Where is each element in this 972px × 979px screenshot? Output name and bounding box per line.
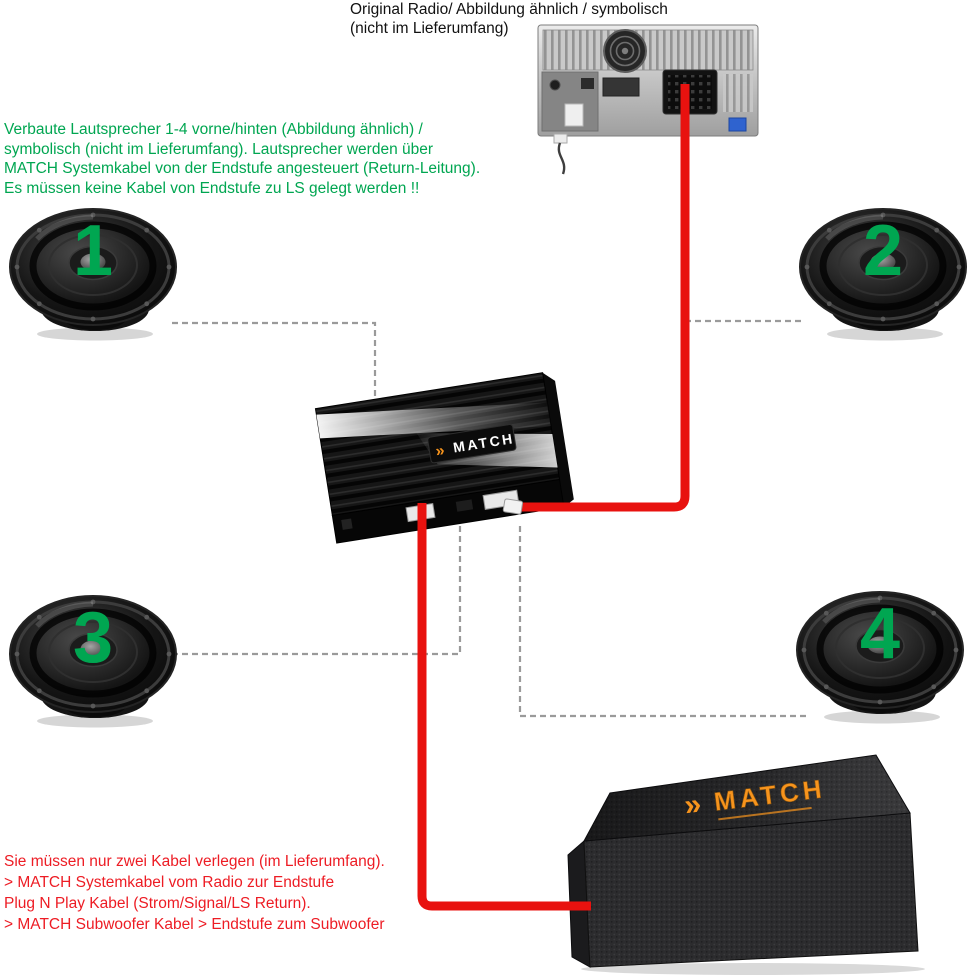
speaker-number: 1 bbox=[72, 211, 114, 291]
speaker-face bbox=[796, 591, 964, 709]
note-line: symbolisch (nicht im Lieferumfang). Laut… bbox=[4, 140, 434, 158]
sub-logo-tagline-rule bbox=[718, 806, 812, 821]
speaker-installation-note: Verbaute Lautsprecher 1-4 vorne/hinten (… bbox=[4, 120, 480, 198]
radio-antenna-socket bbox=[549, 79, 561, 91]
subwoofer-shadow bbox=[581, 963, 925, 975]
speaker-image bbox=[9, 208, 177, 341]
radio-antenna-cable bbox=[553, 133, 568, 175]
speaker-image bbox=[796, 591, 964, 724]
radio-blue-connector bbox=[728, 117, 747, 132]
subwoofer: » MATCH bbox=[558, 743, 940, 975]
radio-caption-line-2: (nicht im Lieferumfang) bbox=[350, 19, 509, 37]
radio-heatsink bbox=[723, 74, 753, 112]
amp-match-logo: » MATCH bbox=[427, 424, 517, 464]
speaker-face bbox=[9, 595, 177, 713]
radio-image bbox=[537, 24, 759, 175]
speaker-4: 4 bbox=[794, 586, 970, 726]
sub-top-face-shading bbox=[583, 754, 911, 842]
note-line: Sie müssen nur zwei Kabel verlegen (im L… bbox=[4, 853, 385, 870]
note-line: Verbaute Lautsprecher 1-4 vorne/hinten (… bbox=[4, 121, 423, 138]
match-logo-chevron-icon: » bbox=[434, 442, 446, 460]
speaker-number: 4 bbox=[859, 594, 901, 674]
note-line: Plug N Play Kabel (Strom/Signal/LS Retur… bbox=[4, 895, 311, 912]
amplifier: » MATCH bbox=[303, 360, 575, 560]
speaker-shadow bbox=[37, 714, 153, 728]
note-line: Es müssen keine Kabel von Endstufe zu LS… bbox=[4, 179, 420, 197]
speaker-2: 2 bbox=[797, 203, 972, 343]
amplifier-image: » MATCH bbox=[314, 372, 574, 544]
speaker-shadow bbox=[37, 327, 153, 341]
speaker-shadow bbox=[827, 327, 943, 341]
speaker-number: 2 bbox=[862, 211, 904, 291]
radio-white-plug bbox=[564, 103, 584, 127]
radio-fan-icon bbox=[603, 29, 647, 73]
note-line: > MATCH Systemkabel vom Radio zur Endstu… bbox=[4, 874, 335, 891]
speaker-3: 3 bbox=[7, 590, 183, 730]
speaker-image bbox=[799, 208, 967, 341]
subwoofer-image: » MATCH bbox=[567, 754, 925, 975]
radio-rear-view bbox=[537, 24, 759, 176]
radio-vents bbox=[542, 29, 754, 71]
note-line: > MATCH Subwoofer Kabel > Endstufe zum S… bbox=[4, 916, 385, 933]
note-line: MATCH Systemkabel von der Endstufe anges… bbox=[4, 160, 481, 177]
radio-aux-socket bbox=[581, 78, 594, 89]
speaker-image bbox=[9, 595, 177, 728]
match-logo-chevron-icon: » bbox=[682, 788, 703, 823]
cable-installation-note: Sie müssen nur zwei Kabel verlegen (im L… bbox=[4, 851, 385, 935]
speaker-1: 1 bbox=[7, 203, 183, 343]
speaker-face bbox=[799, 208, 967, 326]
speaker-number: 3 bbox=[72, 598, 114, 678]
radio-quadlock-connector bbox=[662, 69, 718, 115]
speaker-face bbox=[9, 208, 177, 326]
amp-gloss-band bbox=[316, 402, 552, 439]
amp-connector-small bbox=[341, 518, 353, 530]
radio-caption-line-1: Original Radio/ Abbildung ähnlich / symb… bbox=[350, 1, 668, 18]
speaker-shadow bbox=[824, 710, 940, 724]
radio-iso-connector bbox=[602, 77, 640, 97]
radio-caption: Original Radio/ Abbildung ähnlich / symb… bbox=[350, 1, 668, 38]
